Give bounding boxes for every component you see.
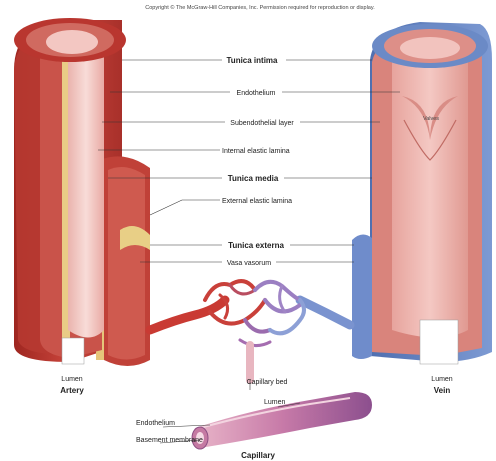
- label-tunica-media: Tunica media: [228, 174, 279, 183]
- label-vein-lumen: Lumen: [431, 376, 453, 383]
- artery-illustration: [14, 18, 150, 366]
- label-endothelium: Endothelium: [237, 90, 276, 97]
- label-artery-lumen: Lumen: [61, 376, 83, 383]
- label-capillary-endothelium: Endothelium: [136, 420, 175, 427]
- capillary-bed-illustration: [150, 281, 350, 380]
- label-artery: Artery: [60, 386, 84, 395]
- label-tunica-intima: Tunica intima: [227, 56, 279, 65]
- label-tunica-externa: Tunica externa: [228, 241, 284, 250]
- label-internal-elastic-lamina: Internal elastic lamina: [222, 148, 290, 155]
- label-valves: Valves: [423, 116, 439, 122]
- label-capillary-bed: Capillary bed: [247, 379, 288, 386]
- label-subendothelial-layer: Subendothelial layer: [230, 120, 294, 127]
- label-vein: Vein: [434, 386, 451, 395]
- label-external-elastic-lamina: External elastic lamina: [222, 198, 292, 205]
- label-basement-membrane: Basement membrane: [136, 437, 203, 444]
- label-capillary-lumen: Lumen: [264, 399, 286, 406]
- copyright-text: Copyright © The McGraw-Hill Companies, I…: [145, 4, 375, 11]
- vein-illustration: [352, 22, 492, 364]
- label-vasa-vasorum: Vasa vasorum: [227, 260, 271, 267]
- label-capillary: Capillary: [241, 451, 275, 460]
